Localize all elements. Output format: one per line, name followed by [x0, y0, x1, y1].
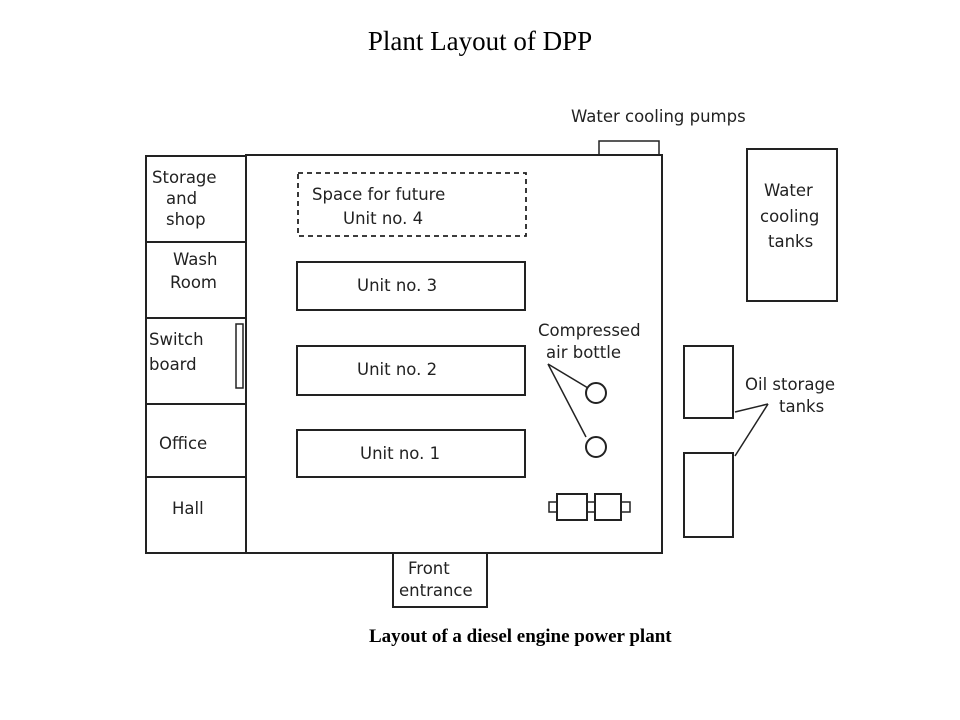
oil-tank-leader	[734, 403, 769, 457]
air-bottle-1	[585, 382, 607, 404]
unit-2-box	[296, 345, 526, 396]
room-storage-label: Storage and shop	[152, 168, 222, 229]
auxiliary-equipment: Water cooling pumps Water cooling tanks …	[571, 107, 840, 538]
air-bottle-2	[585, 436, 607, 458]
unit-3-label: Unit no. 3	[357, 276, 437, 295]
air-bottle-leader	[547, 363, 589, 389]
oil-storage-tank-2	[683, 452, 734, 538]
left-rooms: Storage and shop Wash Room Switch board …	[145, 155, 247, 554]
room-switch-label: Switch board	[149, 330, 209, 374]
diagram-caption: Layout of a diesel engine power plant	[369, 626, 672, 647]
engine-hall: Space for future Unit no. 4 Unit no. 3 U…	[245, 140, 663, 608]
oil-storage-tanks-label: Oil storage tanks	[745, 375, 840, 416]
unit-3-box	[296, 261, 526, 311]
room-wash-label: Wash Room	[170, 250, 223, 292]
unit-1-label: Unit no. 1	[360, 444, 440, 463]
compressor-motor	[548, 493, 631, 521]
oil-tank-leader	[734, 403, 769, 413]
compressed-air-label: Compressed air bottle	[538, 321, 646, 362]
unit-1-box	[296, 429, 526, 478]
front-entrance-label: Front entrance	[399, 559, 473, 600]
water-cooling-tanks-box	[746, 148, 838, 302]
room-hall-label: Hall	[172, 499, 204, 518]
future-unit-label: Space for future Unit no. 4	[312, 185, 450, 228]
slide-title: Plant Layout of DPP	[367, 26, 593, 56]
air-bottle-leader	[547, 363, 587, 438]
water-cooling-tanks-label: Water cooling tanks	[760, 181, 825, 251]
water-cooling-pumps-box	[598, 140, 660, 156]
water-cooling-pumps-label: Water cooling pumps	[571, 107, 746, 126]
future-unit-space	[297, 172, 527, 237]
oil-storage-tank-1	[683, 345, 734, 419]
switch-board-panel	[235, 323, 244, 389]
unit-2-label: Unit no. 2	[357, 360, 437, 379]
room-office-label: Office	[159, 434, 207, 453]
front-entrance-box	[392, 552, 488, 608]
